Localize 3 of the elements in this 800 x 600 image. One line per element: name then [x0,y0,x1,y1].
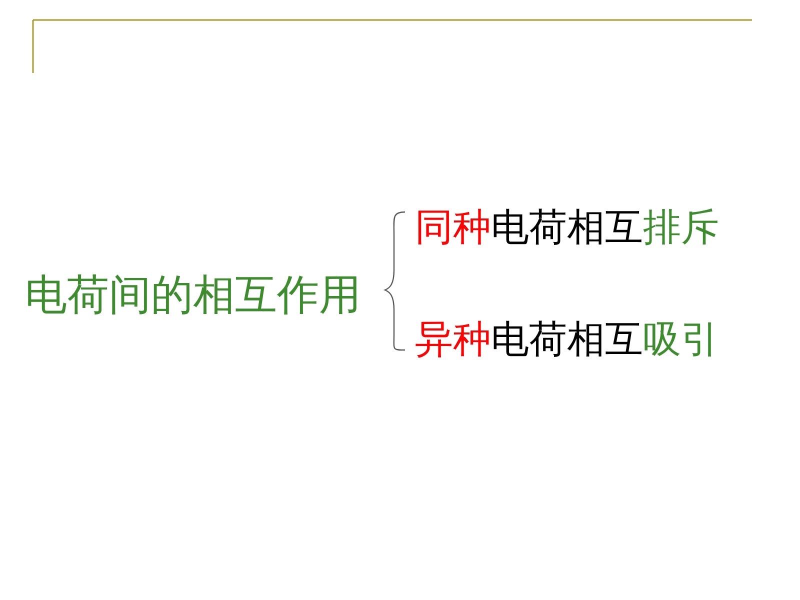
label-text: 异种电荷相互吸引 [415,319,719,361]
label-text: 电荷间的相互作用 [25,272,361,318]
label-text: 同种电荷相互排斥 [415,207,719,249]
